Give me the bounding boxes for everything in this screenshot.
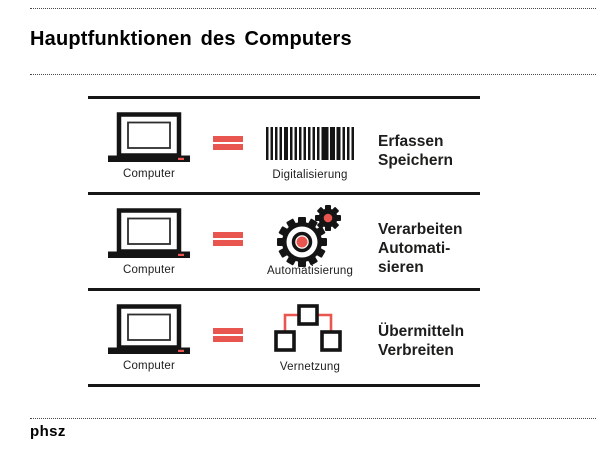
page-title: Hauptfunktionen des Computers bbox=[30, 28, 352, 51]
concept-label: Automatisierung bbox=[266, 265, 354, 277]
phsz-logo: phsz bbox=[30, 423, 66, 440]
function-text: Erfassen Speichern bbox=[378, 133, 453, 169]
footer-divider bbox=[30, 418, 596, 419]
laptop-icon bbox=[108, 304, 190, 354]
function-text: Verarbeiten Automati- sieren bbox=[378, 221, 463, 276]
concept-label: Vernetzung bbox=[279, 361, 341, 373]
top-divider bbox=[30, 8, 596, 9]
equals-icon bbox=[213, 136, 243, 150]
table-row: Computer Vernetzung Übermitteln Verbreit… bbox=[0, 289, 600, 385]
gears-icon bbox=[277, 205, 341, 267]
header-divider bbox=[30, 74, 596, 75]
table-border bbox=[88, 192, 480, 195]
barcode-icon bbox=[266, 127, 354, 160]
computer-label: Computer bbox=[122, 168, 176, 180]
table-row: Computer Digitalisierung Erfassen Speich… bbox=[0, 97, 600, 193]
table-border bbox=[88, 384, 480, 387]
concept-label: Digitalisierung bbox=[272, 169, 348, 181]
table-row: Computer bbox=[0, 193, 600, 289]
table-border bbox=[88, 96, 480, 99]
table-border bbox=[88, 288, 480, 291]
network-icon bbox=[274, 304, 342, 352]
computer-label: Computer bbox=[122, 360, 176, 372]
laptop-icon bbox=[108, 208, 190, 258]
laptop-icon bbox=[108, 112, 190, 162]
equals-icon bbox=[213, 328, 243, 342]
computer-label: Computer bbox=[122, 264, 176, 276]
function-text: Übermitteln Verbreiten bbox=[378, 323, 465, 359]
equals-icon bbox=[213, 232, 243, 246]
